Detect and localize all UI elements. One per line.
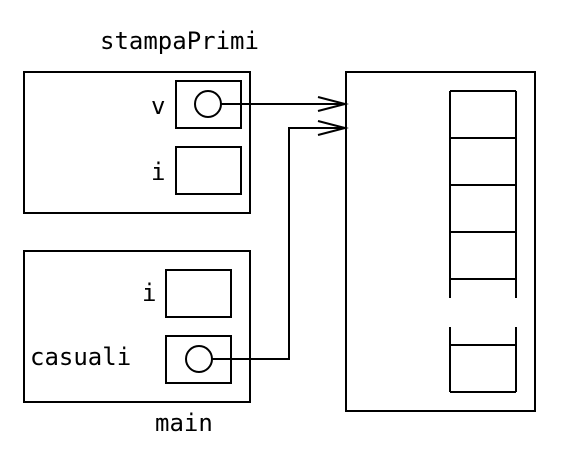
var-label-i-main: i xyxy=(142,279,156,307)
arrowhead-v xyxy=(317,96,349,112)
pointer-arrow-casuali xyxy=(212,120,349,360)
pointer-dot-casuali xyxy=(185,345,213,373)
pointer-dot-v xyxy=(194,90,222,118)
arrowhead-casuali xyxy=(317,120,349,136)
var-label-i-stampaPrimi: i xyxy=(151,158,165,186)
array-upper-group xyxy=(449,90,517,298)
var-cell-i-main xyxy=(165,269,232,318)
pointer-line-casuali xyxy=(212,127,345,360)
var-cell-i-stampaPrimi xyxy=(175,146,242,195)
var-label-v: v xyxy=(151,92,165,120)
var-label-casuali: casuali xyxy=(30,343,131,371)
frame-title-main: main xyxy=(155,409,213,437)
heap-object xyxy=(345,71,536,412)
frame-title-stampaPrimi: stampaPrimi xyxy=(100,27,259,55)
array-lower-group xyxy=(449,327,517,393)
pointer-arrow-v xyxy=(221,96,349,112)
